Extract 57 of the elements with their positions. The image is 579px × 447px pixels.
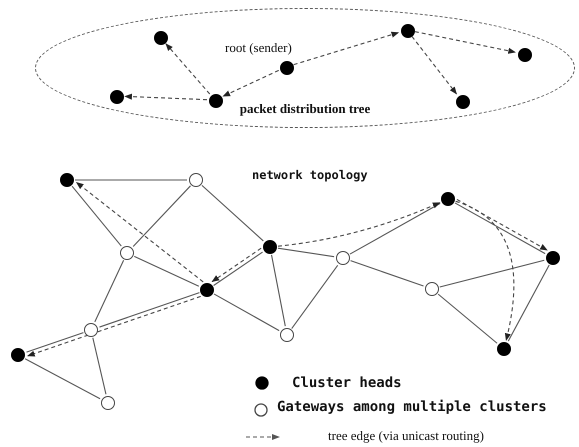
dashed-arrow bbox=[222, 70, 279, 97]
hollow-node bbox=[101, 396, 115, 410]
link-line bbox=[132, 185, 191, 247]
legend-text: tree edge (via unicast routing) bbox=[328, 429, 485, 443]
link-line bbox=[508, 264, 550, 342]
filled-node bbox=[110, 90, 124, 104]
hollow-node bbox=[84, 323, 98, 337]
hollow-node bbox=[280, 328, 294, 342]
dashed-arrow bbox=[414, 31, 516, 54]
link-line bbox=[438, 294, 498, 344]
link-line bbox=[350, 260, 424, 287]
link-line bbox=[440, 260, 544, 288]
hollow-node bbox=[425, 282, 439, 296]
dashed-arrow bbox=[294, 32, 400, 66]
filled-node bbox=[546, 251, 560, 265]
link-line bbox=[214, 293, 280, 332]
filled-node bbox=[441, 192, 455, 206]
link-line bbox=[350, 202, 440, 255]
link-line bbox=[92, 338, 106, 394]
link-line bbox=[24, 358, 100, 400]
filled-node bbox=[11, 348, 25, 362]
hollow-node bbox=[120, 246, 134, 260]
link-line bbox=[75, 179, 187, 181]
filled-node bbox=[497, 342, 511, 356]
dashed-arrow bbox=[76, 182, 204, 282]
filled-node bbox=[263, 240, 277, 254]
filled-node bbox=[518, 48, 532, 62]
dashed-arrow bbox=[124, 94, 208, 100]
filled-node bbox=[60, 173, 74, 187]
link-line bbox=[278, 248, 334, 258]
dashed-arrow bbox=[455, 200, 514, 342]
legend-text: Gateways among multiple clusters bbox=[277, 400, 548, 415]
link-line bbox=[270, 254, 286, 326]
dashed-arrow bbox=[165, 43, 210, 94]
hollow-node bbox=[189, 173, 203, 187]
filled-node bbox=[280, 61, 294, 75]
root-label: root (sender) bbox=[225, 40, 292, 56]
tree-caption: packet distribution tree bbox=[238, 101, 372, 117]
section-label: network topology bbox=[252, 168, 368, 182]
link-line bbox=[99, 292, 200, 328]
link-line bbox=[202, 184, 264, 242]
dashed-arrow bbox=[278, 202, 440, 247]
dashed-arrow bbox=[411, 36, 457, 94]
link-line bbox=[94, 260, 124, 322]
link-line bbox=[72, 186, 122, 246]
filled-node bbox=[154, 31, 168, 45]
hollow-node bbox=[336, 251, 350, 265]
dashed-arrow bbox=[27, 296, 201, 357]
filled-node bbox=[401, 24, 415, 38]
link-line bbox=[26, 332, 84, 353]
filled-node bbox=[209, 94, 223, 108]
legend-text: Cluster heads bbox=[292, 376, 403, 391]
dashed-ellipse bbox=[35, 8, 575, 128]
link-line bbox=[291, 264, 338, 329]
filled-node bbox=[456, 95, 470, 109]
link-line bbox=[134, 256, 200, 287]
filled-node bbox=[200, 283, 214, 297]
